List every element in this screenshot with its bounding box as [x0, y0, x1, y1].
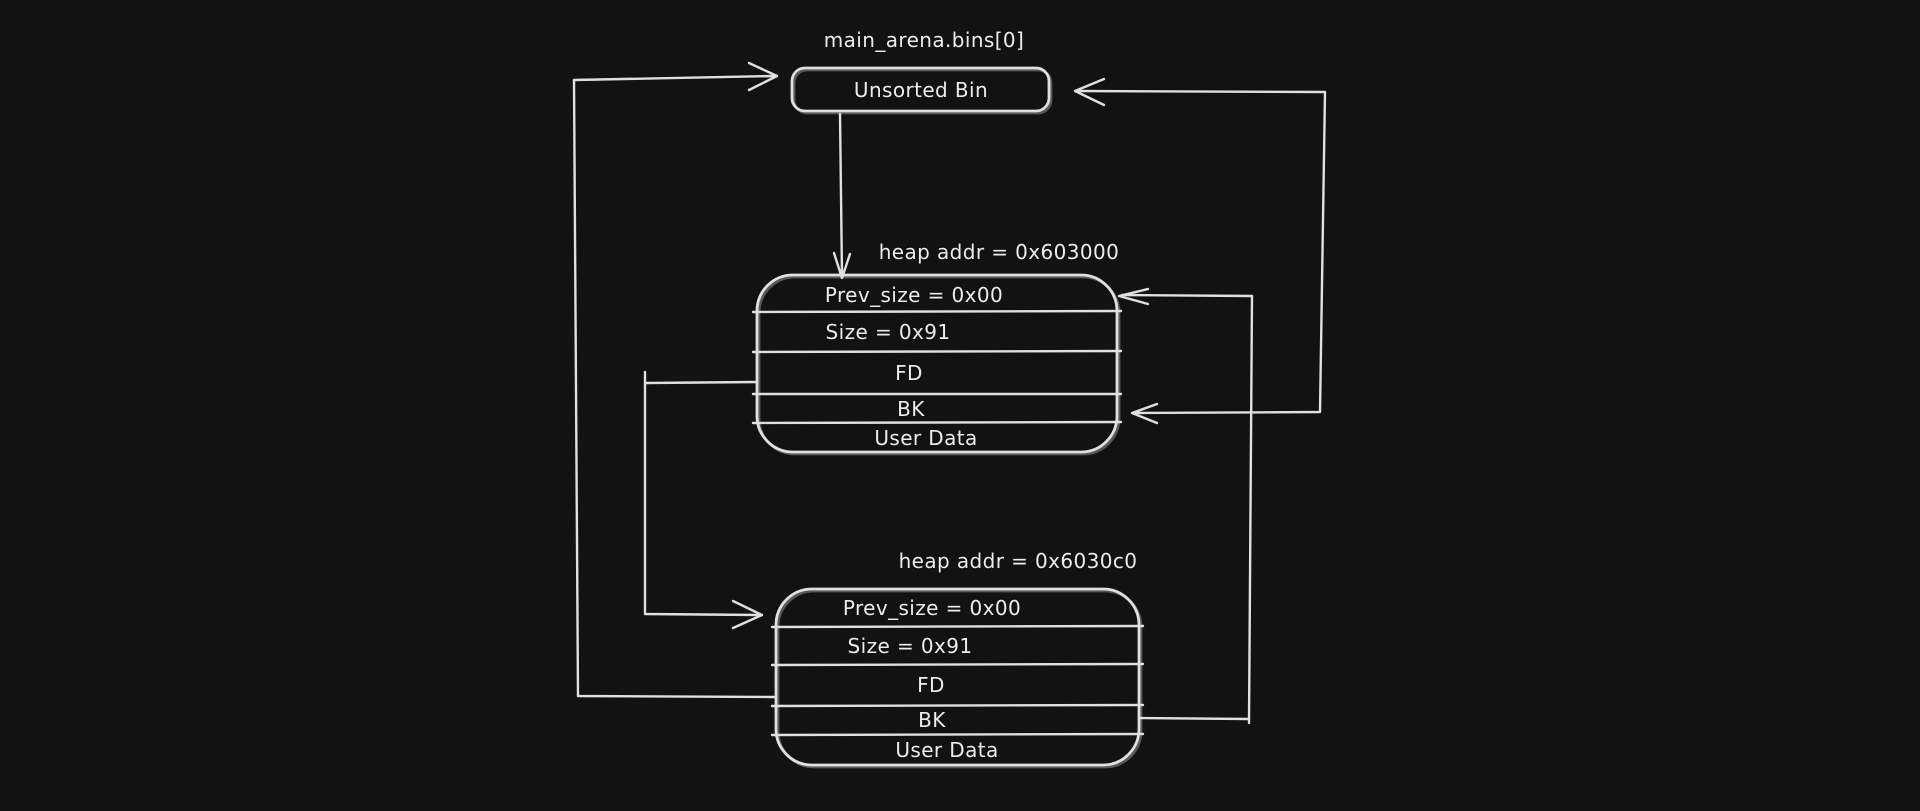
- chunk2-separator-4: [770, 732, 1145, 737]
- chunk2-row-prev-size: Prev_size = 0x00: [842, 596, 1022, 620]
- chunk1-row-bk: BK: [897, 397, 925, 421]
- chunk2-separator-3: [770, 703, 1145, 708]
- chunk1-box-ghost: [757, 275, 1121, 456]
- chunk1-row-size: Size = 0x91: [825, 320, 951, 344]
- chunk2-separator-2: [770, 662, 1145, 667]
- chunk1-row-user-data: User Data: [874, 426, 978, 450]
- edge-chunk1-fd-to-chunk2: [643, 370, 762, 617]
- arrowhead-link-to-bin: [1073, 77, 1106, 107]
- chunk1-separator-4: [751, 420, 1123, 425]
- chunk2-separator-1: [770, 624, 1145, 629]
- arrowhead-chunk1-fd-to-chunk2: [731, 599, 764, 630]
- chunk2-row-fd: FD: [917, 673, 945, 697]
- chunk2-row-size: Size = 0x91: [847, 634, 973, 658]
- chunk1-row-fd: FD: [895, 361, 923, 385]
- unsorted-bin-box: [790, 66, 1051, 113]
- unsorted-bin-box-ghost: [792, 68, 1053, 115]
- main-arena-title: main_arena.bins[0]: [823, 28, 1025, 52]
- chunk2-box: [774, 587, 1141, 767]
- chunk1-separator-1: [751, 309, 1123, 314]
- edge-bin-to-chunk1: [838, 112, 844, 278]
- arrowhead-link-to-chunk1-bk: [1130, 402, 1159, 425]
- chunk1-row-prev-size: Prev_size = 0x00: [824, 283, 1004, 307]
- chunk2-box-ghost: [776, 589, 1143, 769]
- chunk2-row-user-data: User Data: [895, 738, 999, 762]
- chunk1-box: [755, 273, 1119, 454]
- edge-chunk2-bk-to-chunk1: [1120, 293, 1254, 725]
- chunk1-heap-addr-label: heap addr = 0x603000: [878, 240, 1120, 264]
- edge-bin-chunk1-bk-link: [1074, 89, 1327, 415]
- edge-chunk2-fd-to-bin: [572, 74, 778, 699]
- chunk1-separator-2: [751, 349, 1123, 354]
- chunk2-heap-addr-label: heap addr = 0x6030c0: [898, 549, 1138, 573]
- chunk2-row-bk: BK: [918, 708, 946, 732]
- unsorted-bin-label: Unsorted Bin: [853, 78, 989, 102]
- arrowhead-chunk2-fd-to-bin: [747, 61, 779, 92]
- arrowhead-chunk2-bk-to-chunk1: [1117, 287, 1150, 306]
- arrowhead-bin-to-chunk1: [832, 251, 852, 280]
